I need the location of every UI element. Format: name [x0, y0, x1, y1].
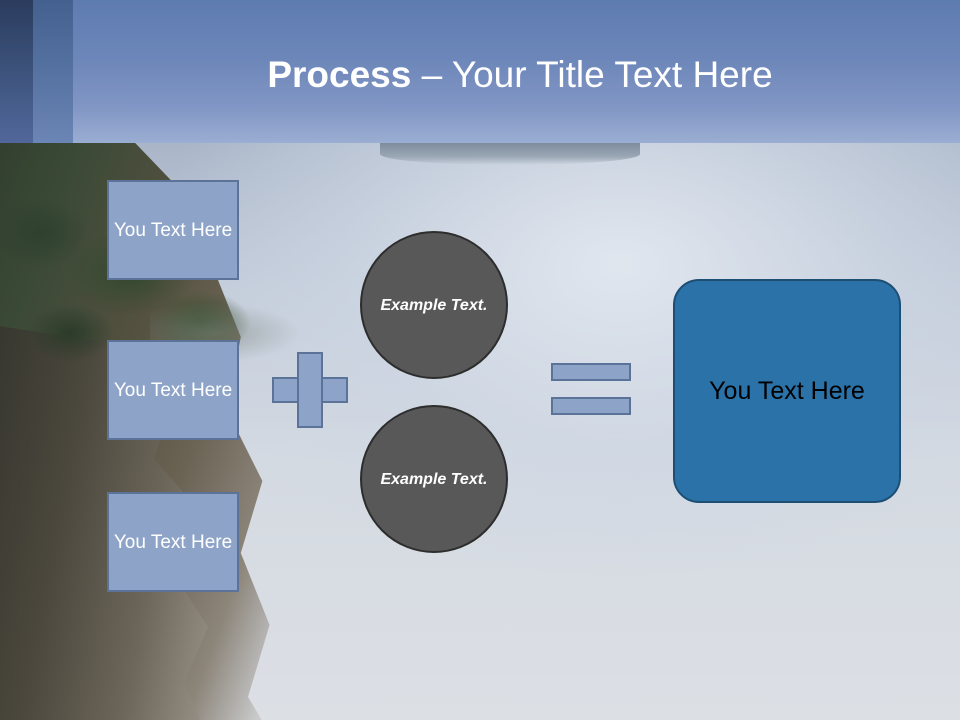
header-accent-stripe	[33, 0, 73, 143]
page-title-rest: – Your Title Text Here	[411, 54, 773, 95]
example-circle-1[interactable]: Example Text.	[360, 231, 508, 379]
plus-icon-center	[299, 379, 321, 401]
input-box-3[interactable]: You Text Here	[107, 492, 239, 592]
input-box-1[interactable]: You Text Here	[107, 180, 239, 280]
result-box[interactable]: You Text Here	[673, 279, 901, 503]
equals-icon	[551, 363, 631, 415]
page-title-bold: Process	[267, 54, 412, 95]
photo-headland	[380, 143, 640, 165]
equals-icon-bottom-bar	[551, 397, 631, 415]
equals-icon-top-bar	[551, 363, 631, 381]
plus-icon	[272, 352, 348, 428]
page-title: Process – Your Title Text Here	[120, 47, 920, 107]
input-box-2[interactable]: You Text Here	[107, 340, 239, 440]
header-accent-dark	[0, 0, 33, 143]
slide-header: Process – Your Title Text Here	[0, 0, 960, 143]
example-circle-2[interactable]: Example Text.	[360, 405, 508, 553]
